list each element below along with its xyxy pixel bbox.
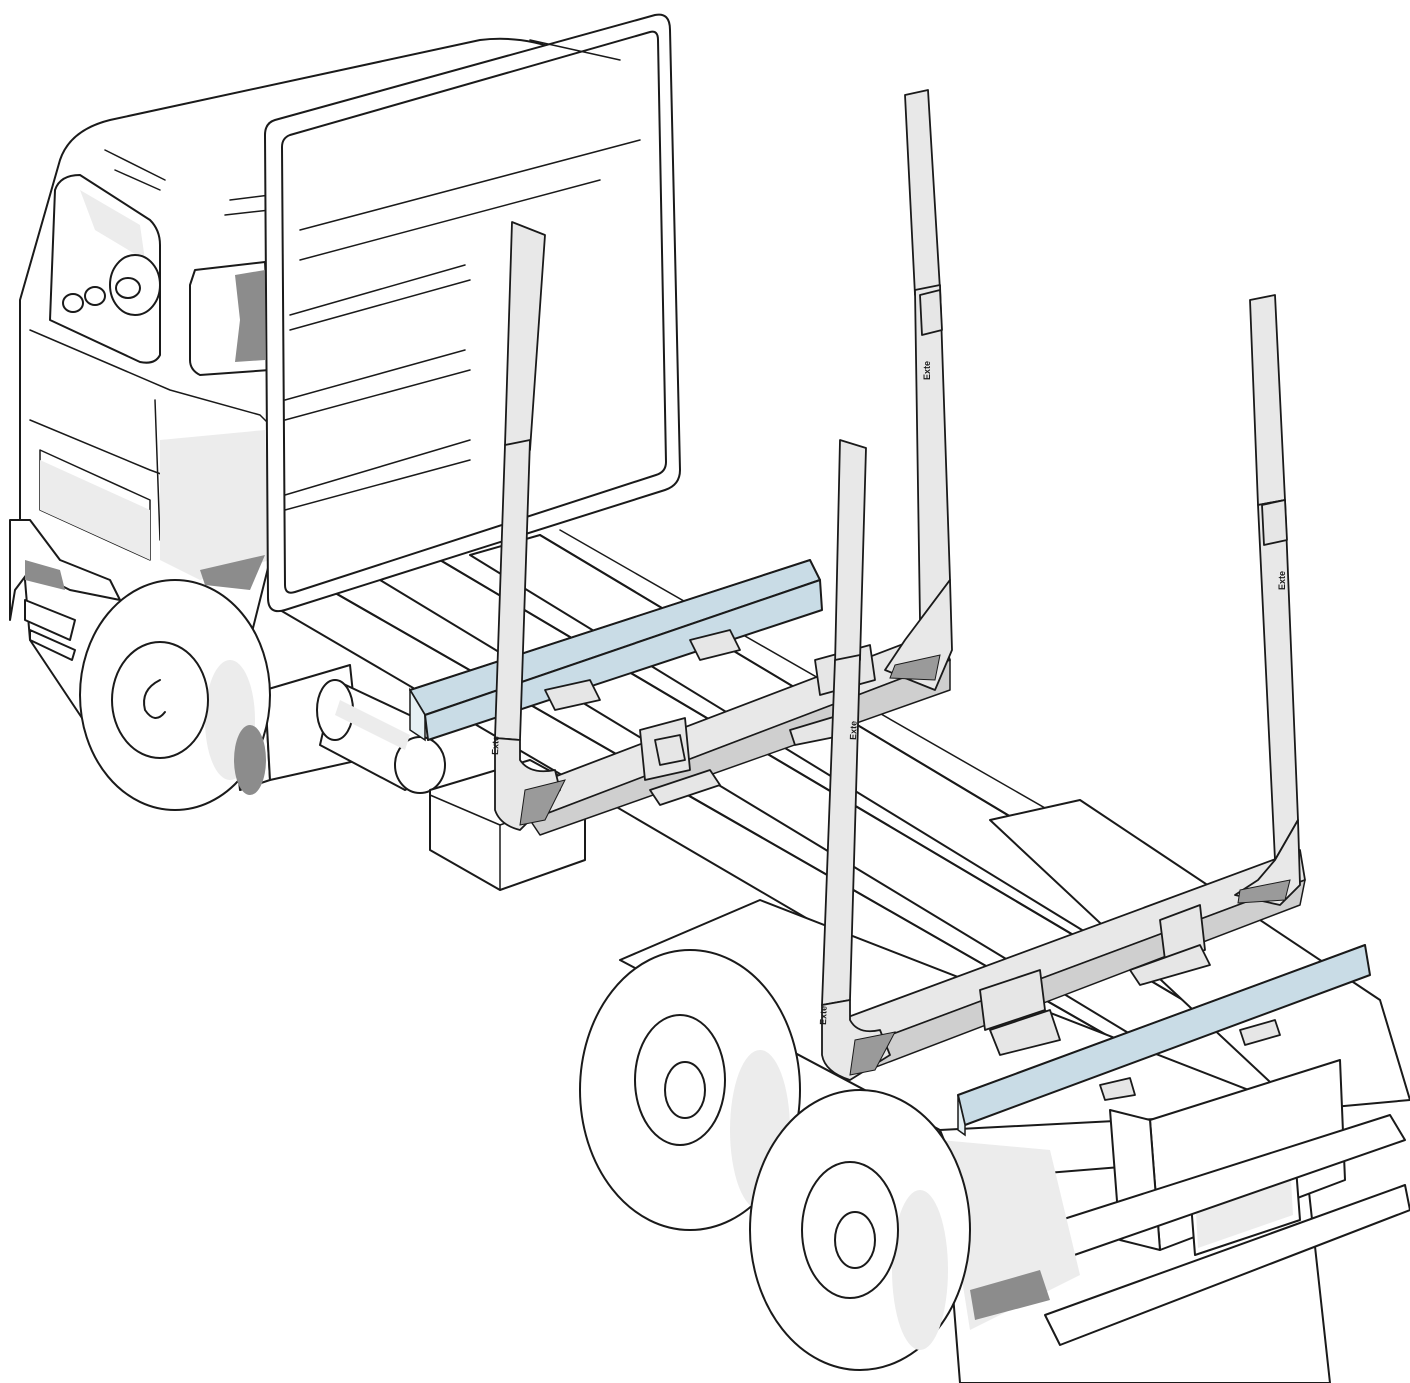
stake-brand-label-3: Exte	[818, 1006, 829, 1025]
rear-wheels	[579, 949, 971, 1371]
front-wheel	[79, 579, 271, 811]
rear-deck	[619, 799, 1410, 1383]
headboard-frame	[264, 13, 681, 613]
rear-bunk: Exte Exte Exte	[818, 294, 1306, 1081]
rear-cross-beam	[957, 944, 1371, 1137]
stake-brand-label-1: Exte	[490, 736, 501, 755]
stake-brand-label-5: Exte	[1277, 571, 1287, 590]
stake-brand-label-4: Exte	[848, 721, 859, 740]
stake-brand-label-2: Exte	[922, 361, 932, 380]
